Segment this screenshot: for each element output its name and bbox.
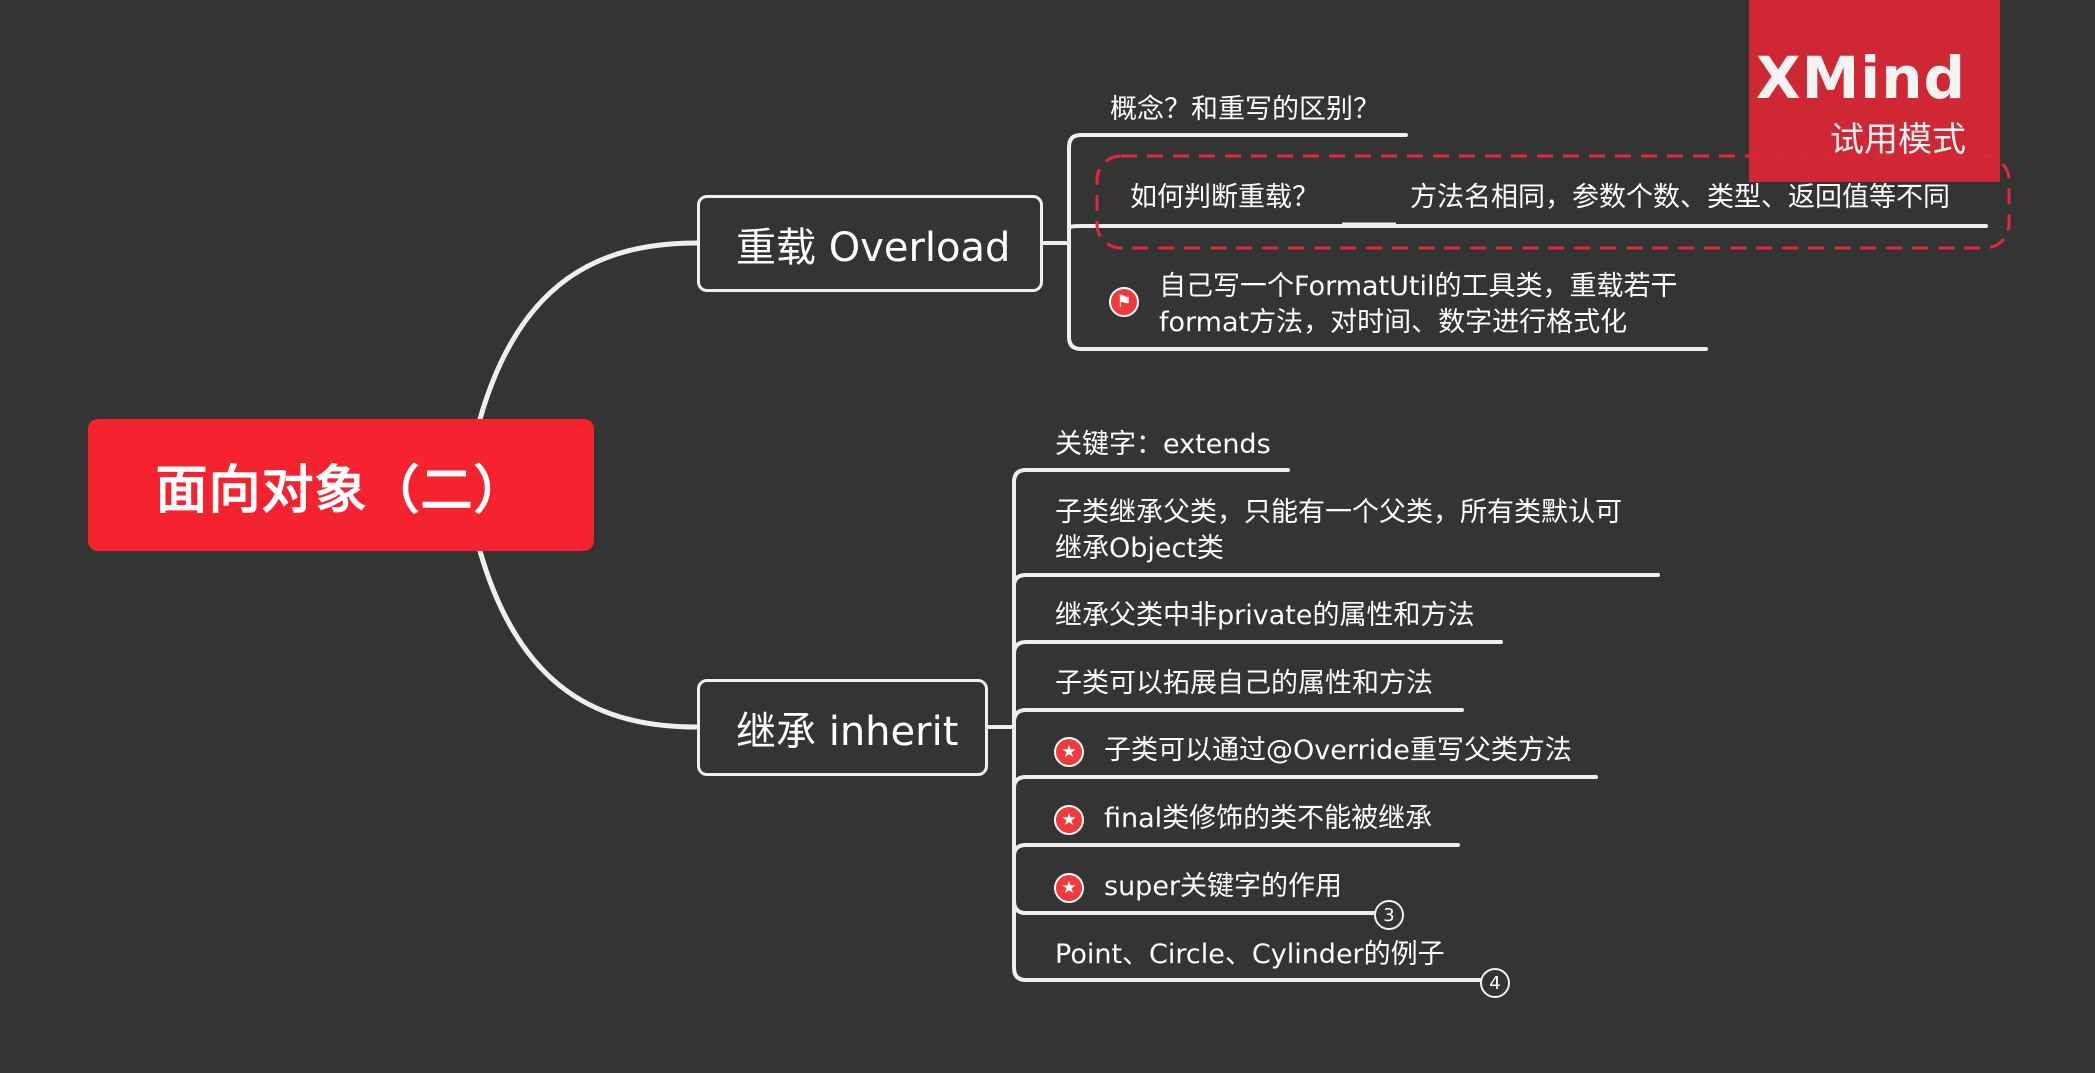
- subtopic-label: 关键字：extends: [1055, 429, 1271, 460]
- subtopic-label: 子类可以通过@Override重写父类方法: [1104, 735, 1572, 766]
- connector-overload-child-2: [1067, 224, 1988, 230]
- connector-root-overload: [477, 240, 700, 422]
- central-topic-label: 面向对象（二）: [155, 460, 527, 521]
- subtopic-inherit-example[interactable]: Point、Circle、Cylinder的例子: [1055, 937, 1445, 973]
- subtopic-label: final类修饰的类不能被继承: [1104, 803, 1433, 834]
- subtopic-overload-concept[interactable]: 概念？和重写的区别？: [1110, 92, 1380, 128]
- subtopic-overload-judge[interactable]: 如何判断重载？: [1130, 180, 1319, 216]
- subtopic-inherit-extend-own[interactable]: 子类可以拓展自己的属性和方法: [1055, 666, 1433, 702]
- connector-inherit-child-8: [1012, 899, 1482, 982]
- collapsed-count: 4: [1489, 972, 1501, 994]
- xmind-logo: XMind: [1755, 44, 1966, 112]
- subtopic-inherit-final[interactable]: final类修饰的类不能被继承: [1104, 801, 1432, 837]
- trial-watermark: XMind 试用模式: [1749, 0, 2000, 182]
- topic-overload-label: 重载 Overload: [736, 224, 1011, 271]
- connector-inherit-child-4: [1012, 708, 1464, 724]
- subtopic-inherit-super[interactable]: super关键字的作用: [1104, 869, 1342, 905]
- subtopic-label-line-2: format方法，对时间、数字进行格式化: [1159, 307, 1628, 338]
- subtopic-overload-formatutil[interactable]: 自己写一个FormatUtil的工具类，重载若干 format方法，对时间、数字…: [1159, 269, 1678, 341]
- flag-icon: ⚑: [1109, 287, 1139, 317]
- note-label: 方法名相同，参数个数、类型、返回值等不同: [1410, 182, 1950, 213]
- subtopic-label-line-1: 子类继承父类，只能有一个父类，所有类默认可: [1055, 497, 1622, 528]
- subtopic-inherit-non-private[interactable]: 继承父类中非private的属性和方法: [1055, 598, 1474, 634]
- topic-overload[interactable]: 重载 Overload: [697, 195, 1043, 292]
- connector-overload-child-1: [1067, 133, 1408, 245]
- subtopic-label-line-1: 自己写一个FormatUtil的工具类，重载若干: [1159, 271, 1678, 302]
- subtopic-label: 子类可以拓展自己的属性和方法: [1055, 668, 1433, 699]
- trial-mode-label: 试用模式: [1830, 120, 1966, 160]
- connector-overload-child-3: [1067, 241, 1708, 351]
- highlight-boundary: [1095, 154, 2011, 250]
- collapsed-count-badge[interactable]: 3: [1374, 900, 1404, 930]
- star-icon: ★: [1054, 805, 1084, 835]
- subtopic-label: super关键字的作用: [1104, 871, 1343, 902]
- connector-inherit-child-2: [1012, 573, 1660, 588]
- topic-inherit[interactable]: 继承 inherit: [697, 679, 988, 776]
- star-icon: ★: [1054, 873, 1084, 903]
- connector-inherit-child-6: [1012, 843, 1460, 858]
- subtopic-label: 继承父类中非private的属性和方法: [1055, 600, 1475, 631]
- subtopic-label: 概念？和重写的区别？: [1110, 94, 1380, 125]
- subtopic-inherit-override[interactable]: 子类可以通过@Override重写父类方法: [1104, 733, 1572, 769]
- collapsed-count-badge[interactable]: 4: [1480, 968, 1510, 998]
- subtopic-inherit-single-parent[interactable]: 子类继承父类，只能有一个父类，所有类默认可 继承Object类: [1055, 495, 1622, 567]
- subtopic-inherit-extends[interactable]: 关键字：extends: [1055, 427, 1271, 463]
- connector-root-inherit: [477, 548, 700, 730]
- connector-inherit-child-3: [1012, 640, 1503, 656]
- central-topic[interactable]: 面向对象（二）: [88, 419, 594, 551]
- subtopic-label: 如何判断重载？: [1130, 182, 1319, 213]
- star-icon: ★: [1054, 737, 1084, 767]
- connector-inherit-child-1: [1012, 468, 1290, 729]
- subtopic-label-line-2: 继承Object类: [1055, 533, 1224, 564]
- note-overload-judge[interactable]: 方法名相同，参数个数、类型、返回值等不同: [1410, 180, 1950, 216]
- topic-inherit-label: 继承 inherit: [736, 708, 959, 755]
- subtopic-label: Point、Circle、Cylinder的例子: [1055, 939, 1445, 970]
- connector-inherit-child-5: [1012, 775, 1598, 790]
- collapsed-count: 3: [1383, 904, 1395, 926]
